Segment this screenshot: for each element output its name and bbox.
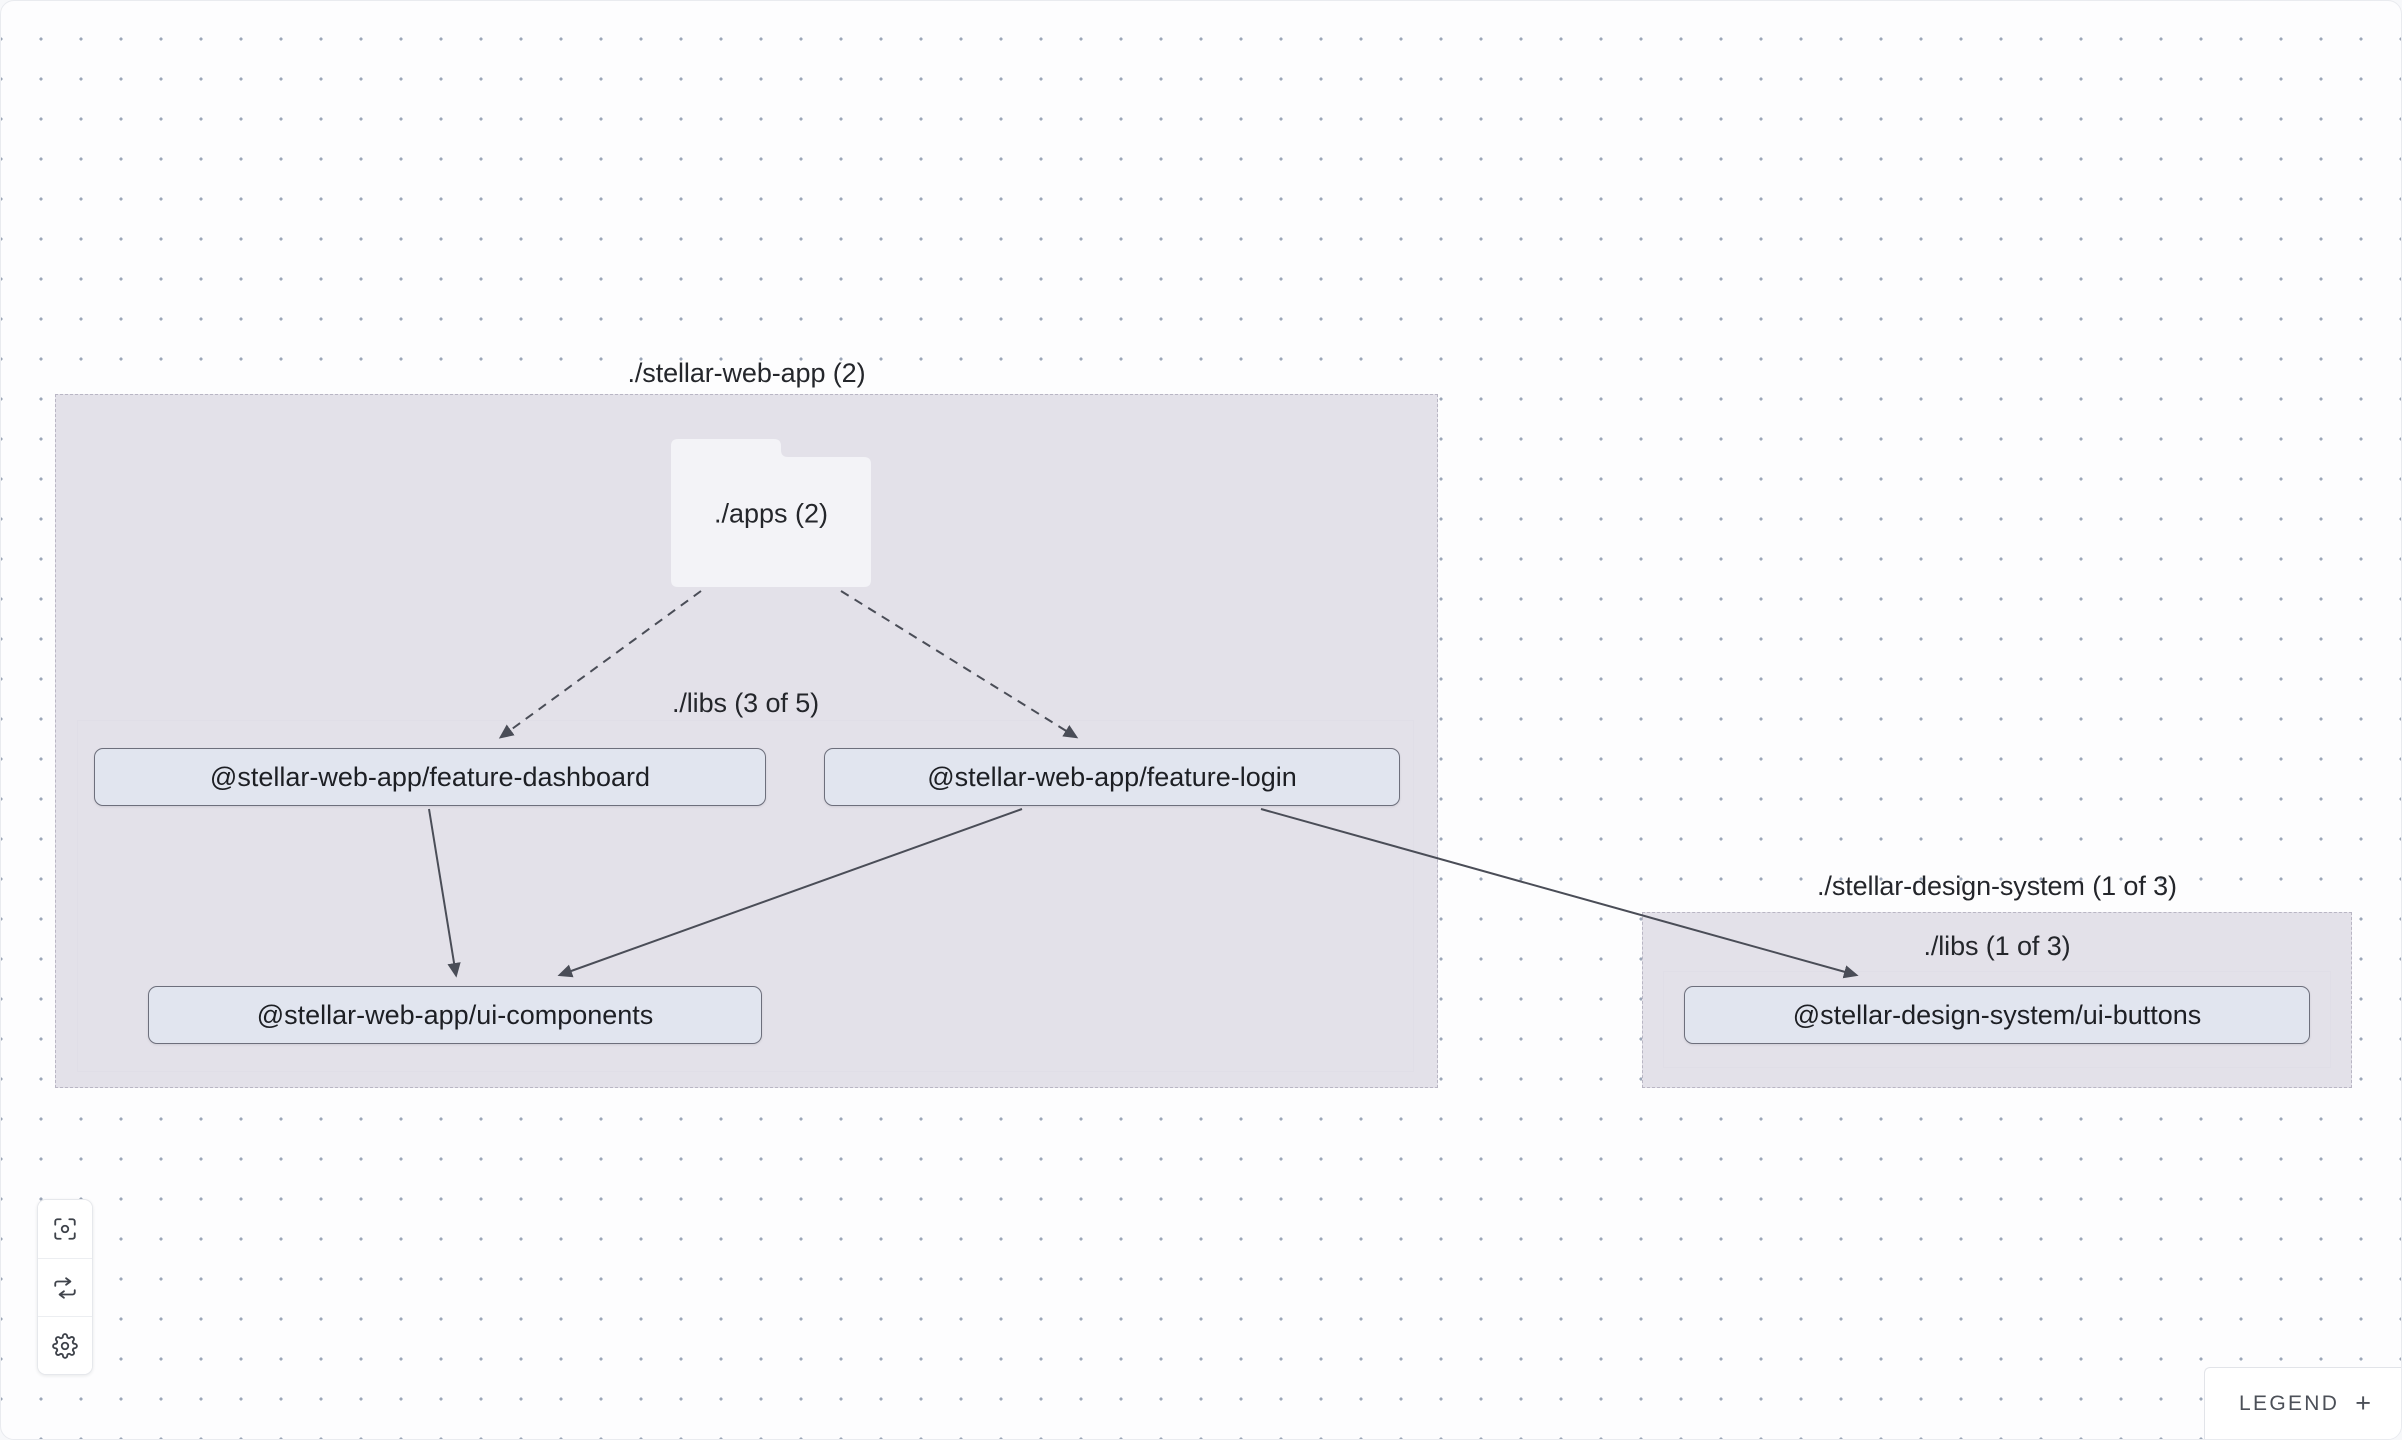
- focus-graph-button[interactable]: [38, 1200, 92, 1258]
- folder-node-apps[interactable]: ./apps (2): [671, 439, 871, 587]
- refresh-icon: [52, 1275, 78, 1301]
- gear-icon: [52, 1332, 78, 1359]
- group-label-design-system-libs: ./libs (1 of 3): [1923, 931, 2071, 961]
- group-label-stellar-design-system: ./stellar-design-system (1 of 3): [1817, 871, 2177, 901]
- group-label-web-app-libs: ./libs (3 of 5): [671, 688, 820, 718]
- group-label-stellar-web-app: ./stellar-web-app (2): [627, 358, 866, 388]
- focus-icon: [52, 1216, 78, 1242]
- lib-node-label: @stellar-web-app/feature-dashboard: [209, 761, 651, 792]
- plus-icon: +: [2355, 1388, 2371, 1418]
- lib-node-label: @stellar-web-app/ui-components: [256, 999, 654, 1030]
- settings-button[interactable]: [38, 1316, 92, 1374]
- group-design-system-libs[interactable]: [1663, 971, 2331, 1068]
- refresh-graph-button[interactable]: [38, 1258, 92, 1316]
- lib-node-ui-buttons[interactable]: @stellar-design-system/ui-buttons: [1684, 986, 2310, 1044]
- lib-node-label: @stellar-web-app/feature-login: [927, 761, 1297, 792]
- lib-node-ui-components[interactable]: @stellar-web-app/ui-components: [148, 986, 762, 1044]
- legend-panel[interactable]: LEGEND +: [2204, 1367, 2401, 1439]
- folder-shape: [671, 439, 871, 587]
- lib-node-feature-dashboard[interactable]: @stellar-web-app/feature-dashboard: [94, 748, 766, 806]
- canvas-toolbar[interactable]: [37, 1199, 93, 1375]
- legend-label: LEGEND: [2239, 1391, 2340, 1415]
- lib-node-label: @stellar-design-system/ui-buttons: [1792, 999, 2202, 1030]
- lib-node-feature-login[interactable]: @stellar-web-app/feature-login: [824, 748, 1400, 806]
